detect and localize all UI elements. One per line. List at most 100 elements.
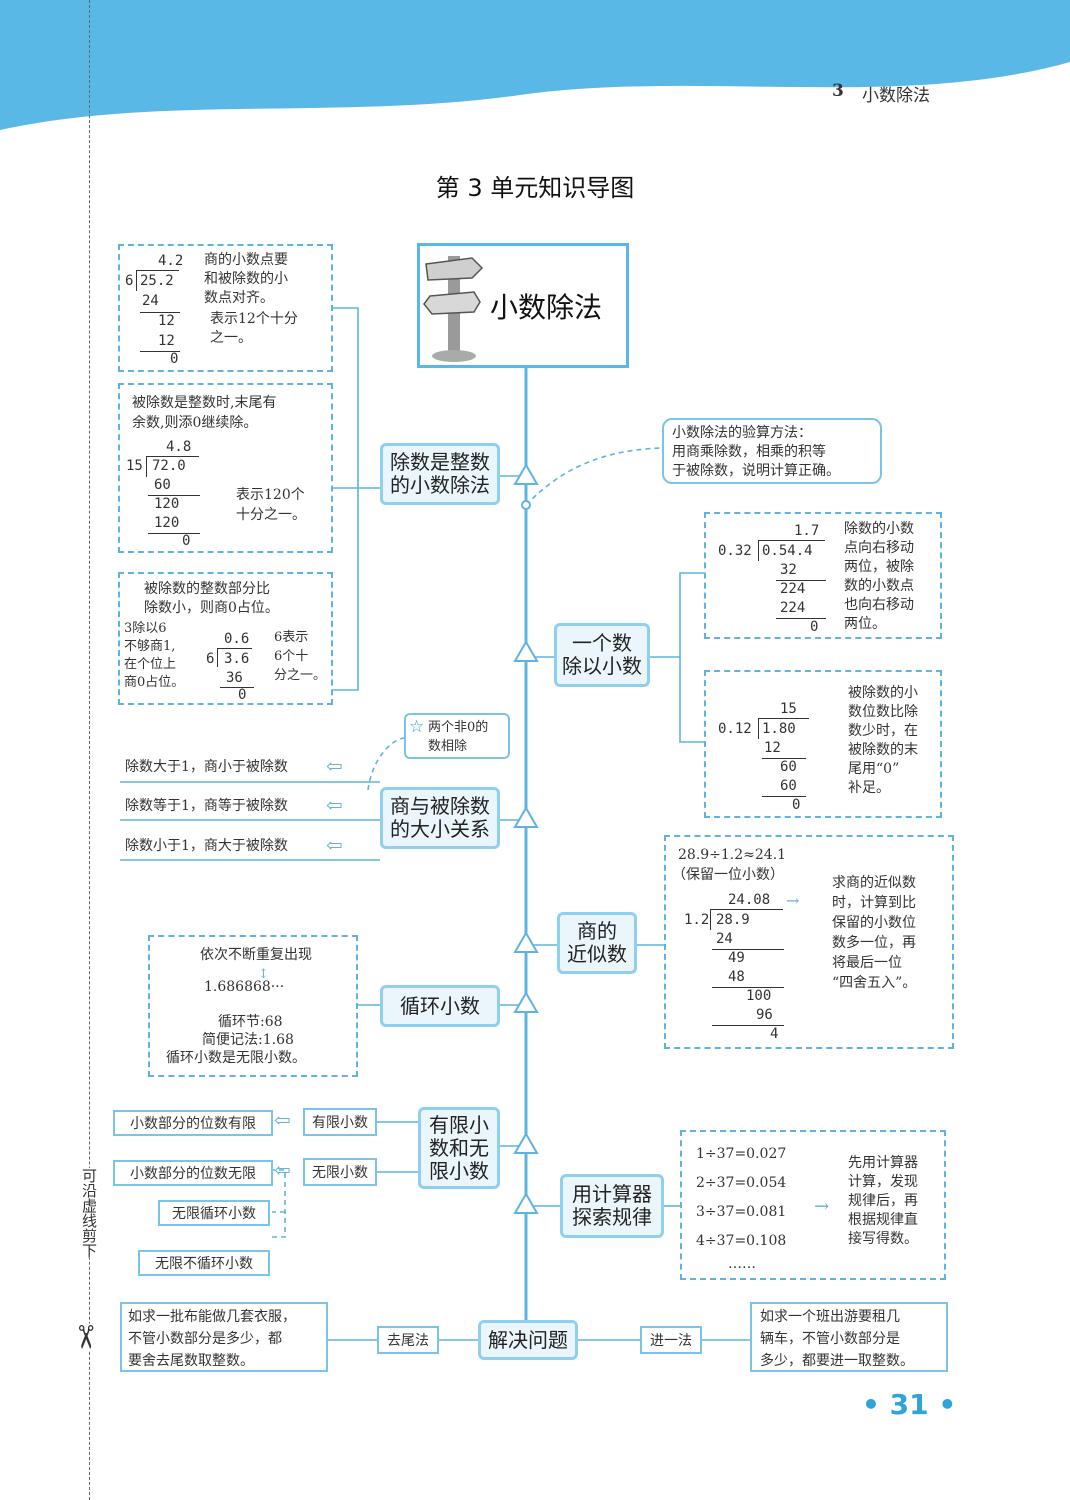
ceil-label: 进一法: [640, 1326, 702, 1354]
step-line: 100: [746, 988, 772, 1004]
side-note: 3除以6 不够商1, 在个位上 商0占位。: [124, 621, 185, 690]
step-line: 12: [764, 740, 781, 756]
node-finite-infinite: 有限小 数和无 限小数: [418, 1107, 500, 1189]
ceil-note-box: 如求一个班出游要租几 辆车，不管小数部分是 多少，都要进一取整数。: [750, 1302, 948, 1372]
note: 除数的小数 点向右移动 两位，被除 数的小数点 也向右移动 两位。: [844, 521, 914, 632]
relation-item: 除数小于1，商大于被除数: [125, 838, 288, 854]
note: 表示12个十分 之一。: [210, 311, 298, 346]
recurring-line: 1.686868···: [204, 979, 285, 995]
step-line: 224: [780, 581, 806, 597]
approx-equation: 28.9÷1.2≈24.1: [678, 847, 787, 863]
step-line: 96: [756, 1007, 773, 1023]
cut-line: [89, 0, 90, 1500]
note: 被除数的小 数位数比除 数少时，在 被除数的末 尾用“0” 补足。: [848, 685, 918, 796]
node-approx: 商的 近似数: [557, 912, 637, 974]
recurring-type: 无限循环小数: [158, 1200, 270, 1226]
intro: 被除数是整数时,末尾有 余数,则添0继续除。: [132, 395, 277, 431]
calc-row: 4÷37=0.108: [696, 1233, 787, 1249]
arrow-left-icon: ⇦: [274, 1108, 291, 1132]
calc-row: 3÷37=0.081: [696, 1204, 787, 1220]
step-line: 60: [780, 778, 797, 794]
note: 6表示 6个十 分之一。: [274, 630, 327, 683]
cut-note: 可沿虚线剪下: [79, 1168, 99, 1258]
divisor: 0.32: [718, 543, 752, 559]
approx-keep: （保留一位小数）: [672, 867, 784, 883]
page-number: • 31 •: [862, 1388, 957, 1421]
step-line: 0: [810, 619, 819, 635]
arrow-right-icon: →: [814, 1196, 830, 1217]
dividend: 25.2: [140, 273, 174, 289]
node-integer-divisor: 除数是整数 的小数除法: [380, 443, 500, 505]
dividend: 1.80: [762, 721, 796, 737]
step-line: 12: [158, 313, 175, 329]
floor-label: 去尾法: [377, 1326, 439, 1354]
decimal-divisor-box-2: 15 0.12 1.80 12 60 60 0 被除数的小 数位数比除 数少时，…: [704, 670, 942, 818]
step-line: 32: [780, 562, 797, 578]
intro: 被除数的整数部分比 除数小，则商0占位。: [144, 581, 279, 616]
step-line: 12: [158, 333, 175, 349]
finite-label: 有限小数: [303, 1108, 377, 1136]
step-line: 24: [142, 293, 159, 309]
recurring-line: 循环小数是无限小数。: [166, 1050, 306, 1066]
recurring-line: 简便记法:1.68: [202, 1032, 294, 1048]
recurring-box: 依次不断重复出现 ↕ 1.686868··· 循环节:68 简便记法:1.68 …: [148, 935, 358, 1077]
step-line: 60: [154, 477, 171, 493]
dividend: 28.9: [716, 912, 750, 928]
note: 商的小数点要 和被除数的小 数点对齐。: [204, 252, 288, 306]
arrow-left-icon: ⇦: [326, 793, 343, 817]
example-box-2: 被除数是整数时,末尾有 余数,则添0继续除。 4.8 15 72.0 60 12…: [118, 383, 333, 553]
note: 先用计算器 计算，发现 规律后，再 根据规律直 接写得数。: [848, 1155, 918, 1247]
arrow-left-icon: ⇦: [326, 833, 343, 857]
relation-item: 除数等于1，商等于被除数: [125, 798, 288, 814]
star-icon: ☆: [409, 717, 425, 737]
step-line: 24: [716, 931, 733, 947]
ceil-note: 如求一个班出游要租几 辆车，不管小数部分是 多少，都要进一取整数。: [760, 1309, 914, 1369]
example-box-3: 被除数的整数部分比 除数小，则商0占位。 3除以6 不够商1, 在个位上 商0占…: [118, 572, 333, 705]
step-line: 0: [170, 351, 179, 367]
page-title: 第 3 单元知识导图: [435, 174, 635, 202]
step-line: 0: [238, 687, 247, 703]
chapter-number: 3: [832, 81, 844, 101]
finite-desc: 小数部分的位数有限: [113, 1110, 273, 1136]
step-line: 0: [182, 533, 191, 549]
arrow-up-icon: ↕: [258, 967, 269, 982]
example-box-1: 4.2 6 25.2 24 12 12 0 商的小数点要 和被除数的小 数点对齐…: [118, 244, 333, 372]
floor-note-box: 如求一批布能做几套衣服， 不管小数部分是多少，都 要舍去尾数取整数。: [120, 1302, 328, 1372]
approx-box: 28.9÷1.2≈24.1 （保留一位小数） 24.08 1.2 28.9 24…: [664, 835, 954, 1049]
star-note-box: ☆ 两个非0的 数相除: [404, 713, 510, 759]
quotient: 24.08: [728, 892, 771, 908]
node-quotient-relation: 商与被除数 的大小关系: [380, 787, 500, 849]
star-note: 两个非0的 数相除: [428, 720, 489, 754]
step-line: 49: [728, 950, 745, 966]
divisor: 6: [125, 273, 134, 289]
quotient: 4.2: [158, 253, 184, 269]
step-line: 120: [154, 496, 180, 512]
arrow-left-icon: ⇦: [326, 754, 343, 778]
calc-row: 1÷37=0.027: [696, 1146, 787, 1162]
center-title: 小数除法: [490, 291, 603, 324]
step-line: 120: [154, 515, 180, 531]
arrow-right-icon: →: [786, 891, 800, 910]
floor-note: 如求一批布能做几套衣服， 不管小数部分是多少，都 要舍去尾数取整数。: [128, 1309, 296, 1369]
dividend: 72.0: [152, 458, 186, 474]
divisor: 0.12: [718, 721, 752, 737]
check-note-box: 小数除法的验算方法： 用商乘除数，相乘的积等 于被除数，说明计算正确。: [662, 418, 882, 484]
recurring-line: 依次不断重复出现: [200, 947, 312, 963]
arrow-left-icon: ⇦: [274, 1158, 291, 1182]
step-line: 60: [780, 759, 797, 775]
step-line: 48: [728, 969, 745, 985]
signpost-icon: [423, 256, 484, 362]
node-divide-by-decimal: 一个数 除以小数: [554, 623, 650, 687]
calc-row: ……: [728, 1256, 756, 1272]
infinite-desc: 小数部分的位数无限: [113, 1160, 273, 1186]
note: 求商的近似数 时，计算到比 保留的小数位 数多一位，再 将最后一位 “四舍五入”…: [832, 875, 917, 991]
note: 表示120个 十分之一。: [236, 487, 306, 523]
dividend: 3.6: [224, 651, 250, 667]
step-line: 36: [226, 670, 243, 686]
quotient: 0.6: [224, 631, 250, 647]
dividend: 0.54.4: [762, 543, 813, 559]
divisor: 1.2: [684, 912, 710, 928]
recurring-line: 循环节:68: [218, 1014, 283, 1030]
quotient: 4.8: [166, 439, 192, 455]
